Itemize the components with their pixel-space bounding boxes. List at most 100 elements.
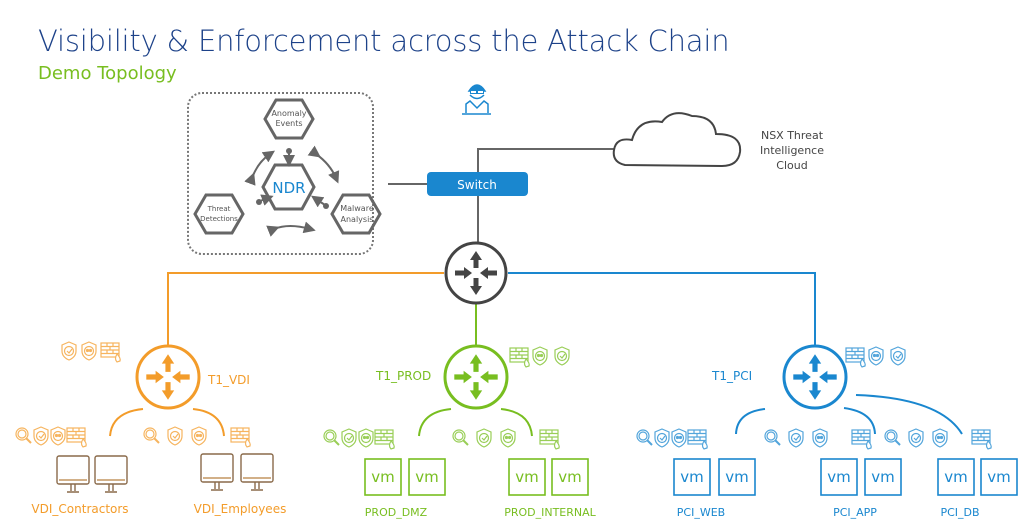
ndr-connectors [244,145,340,237]
page-title: Visibility & Enforcement across the Atta… [38,24,730,58]
hex-ndr [261,163,316,211]
vm-icon[interactable]: vm [508,458,546,496]
desktop-icon[interactable] [94,455,128,493]
ndr-label: NDR [272,179,305,197]
search-icon [143,427,160,444]
vm-label: vm [415,468,439,486]
search-icon [884,429,901,446]
firewall-icon [687,429,708,450]
firewall-icon [509,347,530,368]
ids-shield-icon [476,428,492,448]
malware-shield-icon [81,341,97,361]
firewall-icon [66,427,87,448]
segment-label-pci-web: PCI_WEB [677,506,725,519]
hex-threat-detections [193,193,245,235]
cloud-label-1: NSX Threat [761,129,824,142]
segment-label-prod-internal: PROD_INTERNAL [504,506,596,519]
firewall-icon [374,429,395,450]
t1-prod-label: T1_PROD [375,369,431,383]
vm-icon[interactable]: vm [937,458,975,496]
t1-vdi-label: T1_VDI [207,373,250,387]
ids-shield-icon [908,428,924,448]
firewall-icon [539,429,560,450]
anomaly-label-1: Anomaly [271,109,306,118]
vm-icon[interactable]: vm [718,458,756,496]
search-icon [764,429,781,446]
segment-label-vdi-employees: VDI_Employees [194,502,287,516]
vm-icon[interactable]: vm [980,458,1018,496]
router-arrows-icon [455,251,497,295]
segment-label-pci-db: PCI_DB [940,506,979,519]
router-arrows-icon [146,354,190,400]
ids-shield-icon [788,428,804,448]
branch-arcs [109,394,963,437]
vm-label: vm [371,468,395,486]
ndr-boundary [187,92,374,255]
vm-icon[interactable]: vm [408,458,446,496]
ids-shield-icon [61,341,77,361]
search-icon [15,427,32,444]
vm-icon[interactable]: vm [673,458,711,496]
t1-pci-router[interactable] [782,344,848,410]
ids-shield-icon [341,428,357,448]
attacker-icon [462,84,491,115]
cloud-icon [612,112,742,168]
core-router[interactable] [444,241,508,305]
t1-vdi-router[interactable] [135,344,201,410]
malware-shield-icon [500,428,516,448]
segment-label-vdi-contractors: VDI_Contractors [31,502,128,516]
vm-label: vm [680,468,704,486]
threat-label-1: Threat [207,205,231,213]
ndr-cluster: Anomaly Events NDR Threat Detections Mal… [187,92,382,255]
router-ring [782,344,848,410]
ids-shield-icon [654,428,670,448]
vm-label: vm [725,468,749,486]
switch-node[interactable]: Switch [427,172,528,196]
threat-label-2: Detections [200,215,238,223]
vm-icon[interactable]: vm [864,458,902,496]
t1-pci-label: T1_PCI [711,369,752,383]
vm-label: vm [515,468,539,486]
malware-label-2: Analysis [341,215,374,224]
malware-shield-icon [191,426,207,446]
firewall-icon [230,427,251,448]
vm-label: vm [827,468,851,486]
vm-label: vm [987,468,1011,486]
desktop-icon[interactable] [200,453,234,491]
vm-icon[interactable]: vm [551,458,589,496]
ids-shield-icon [33,426,49,446]
firewall-icon [100,342,121,363]
links [167,148,816,347]
vm-label: vm [944,468,968,486]
ids-shield-icon [554,346,570,366]
ids-shield-icon [890,346,906,366]
ids-shield-icon [167,426,183,446]
vm-icon[interactable]: vm [820,458,858,496]
t1-prod-router[interactable] [443,344,509,410]
link-core-pci [508,272,816,347]
malware-shield-icon [812,428,828,448]
vm-icon[interactable]: vm [364,458,402,496]
vm-label: vm [871,468,895,486]
router-ring [135,344,201,410]
desktop-icon[interactable] [56,455,90,493]
segment-label-pci-app: PCI_APP [833,506,877,519]
malware-shield-icon [50,426,66,446]
malware-shield-icon [868,346,884,366]
malware-label-1: Malware [340,204,374,213]
firewall-icon [971,429,992,450]
firewall-icon [851,429,872,450]
router-ring [443,344,509,410]
search-icon [636,429,653,446]
router-arrows-icon [454,354,498,400]
router-ring [444,241,508,305]
page-subtitle: Demo Topology [38,63,177,84]
malware-shield-icon [671,428,687,448]
search-icon [323,429,340,446]
desktop-icon[interactable] [240,453,274,491]
link-switch-cloud [477,148,614,173]
switch-label: Switch [457,178,497,192]
link-core-vdi [167,272,444,347]
malware-shield-icon [932,428,948,448]
malware-shield-icon [358,428,374,448]
